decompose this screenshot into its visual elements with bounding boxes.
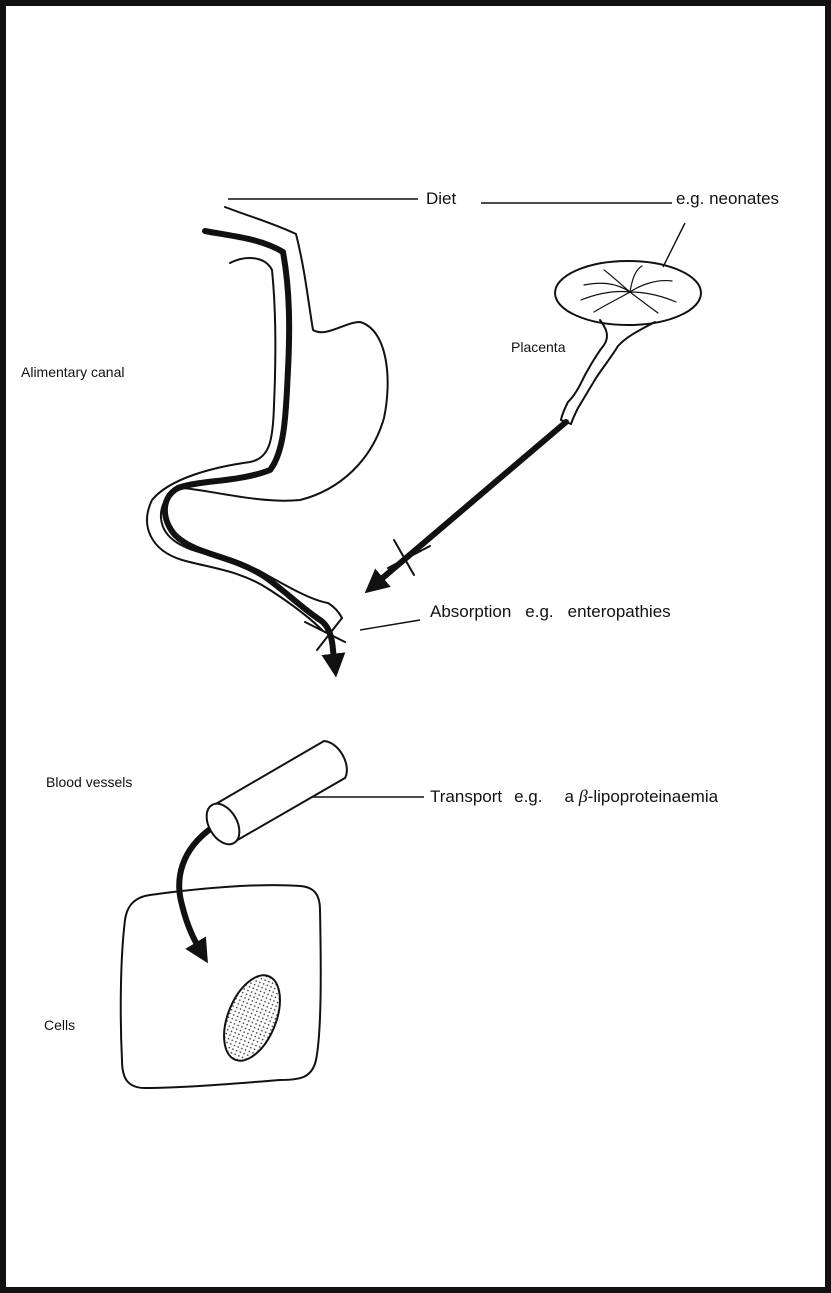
absorption-example-label: e.g. <box>525 602 553 621</box>
placenta-label: Placenta <box>511 340 565 354</box>
placenta-leader-line <box>663 223 685 267</box>
transport-label: Transport <box>430 787 502 806</box>
cell <box>121 885 321 1088</box>
transport-line: Transport e.g. a β-lipoproteinaemia <box>430 787 718 805</box>
alimentary-canal-label: Alimentary canal <box>21 365 125 379</box>
gut-exit-arrow-icon <box>333 650 335 668</box>
blood-vessels-label: Blood vessels <box>46 775 132 789</box>
placenta-vessels <box>581 266 676 313</box>
cell-nucleus <box>213 967 291 1068</box>
absorption-condition-label: enteropathies <box>568 602 671 621</box>
blood-vessel-cylinder <box>200 741 347 850</box>
umbilical-cord-left <box>561 320 607 420</box>
stomach-inner-wall <box>147 258 322 630</box>
alimentary-canal <box>147 207 388 650</box>
transport-example-label: e.g. <box>514 787 542 806</box>
absorption-leader-line <box>360 620 420 630</box>
absorption-label: Absorption <box>430 602 511 621</box>
placenta <box>555 261 701 424</box>
neonates-label: e.g. neonates <box>676 190 779 207</box>
diet-label: Diet <box>426 190 456 207</box>
beta-symbol: β <box>579 786 588 806</box>
cell-membrane <box>121 885 321 1088</box>
transport-condition-label: -lipoproteinaemia <box>588 787 718 806</box>
cells-label: Cells <box>44 1018 75 1032</box>
transport-prefix-label: a <box>564 787 573 806</box>
umbilical-cord-right <box>571 322 655 424</box>
absorption-line: Absorption e.g. enteropathies <box>430 603 671 620</box>
